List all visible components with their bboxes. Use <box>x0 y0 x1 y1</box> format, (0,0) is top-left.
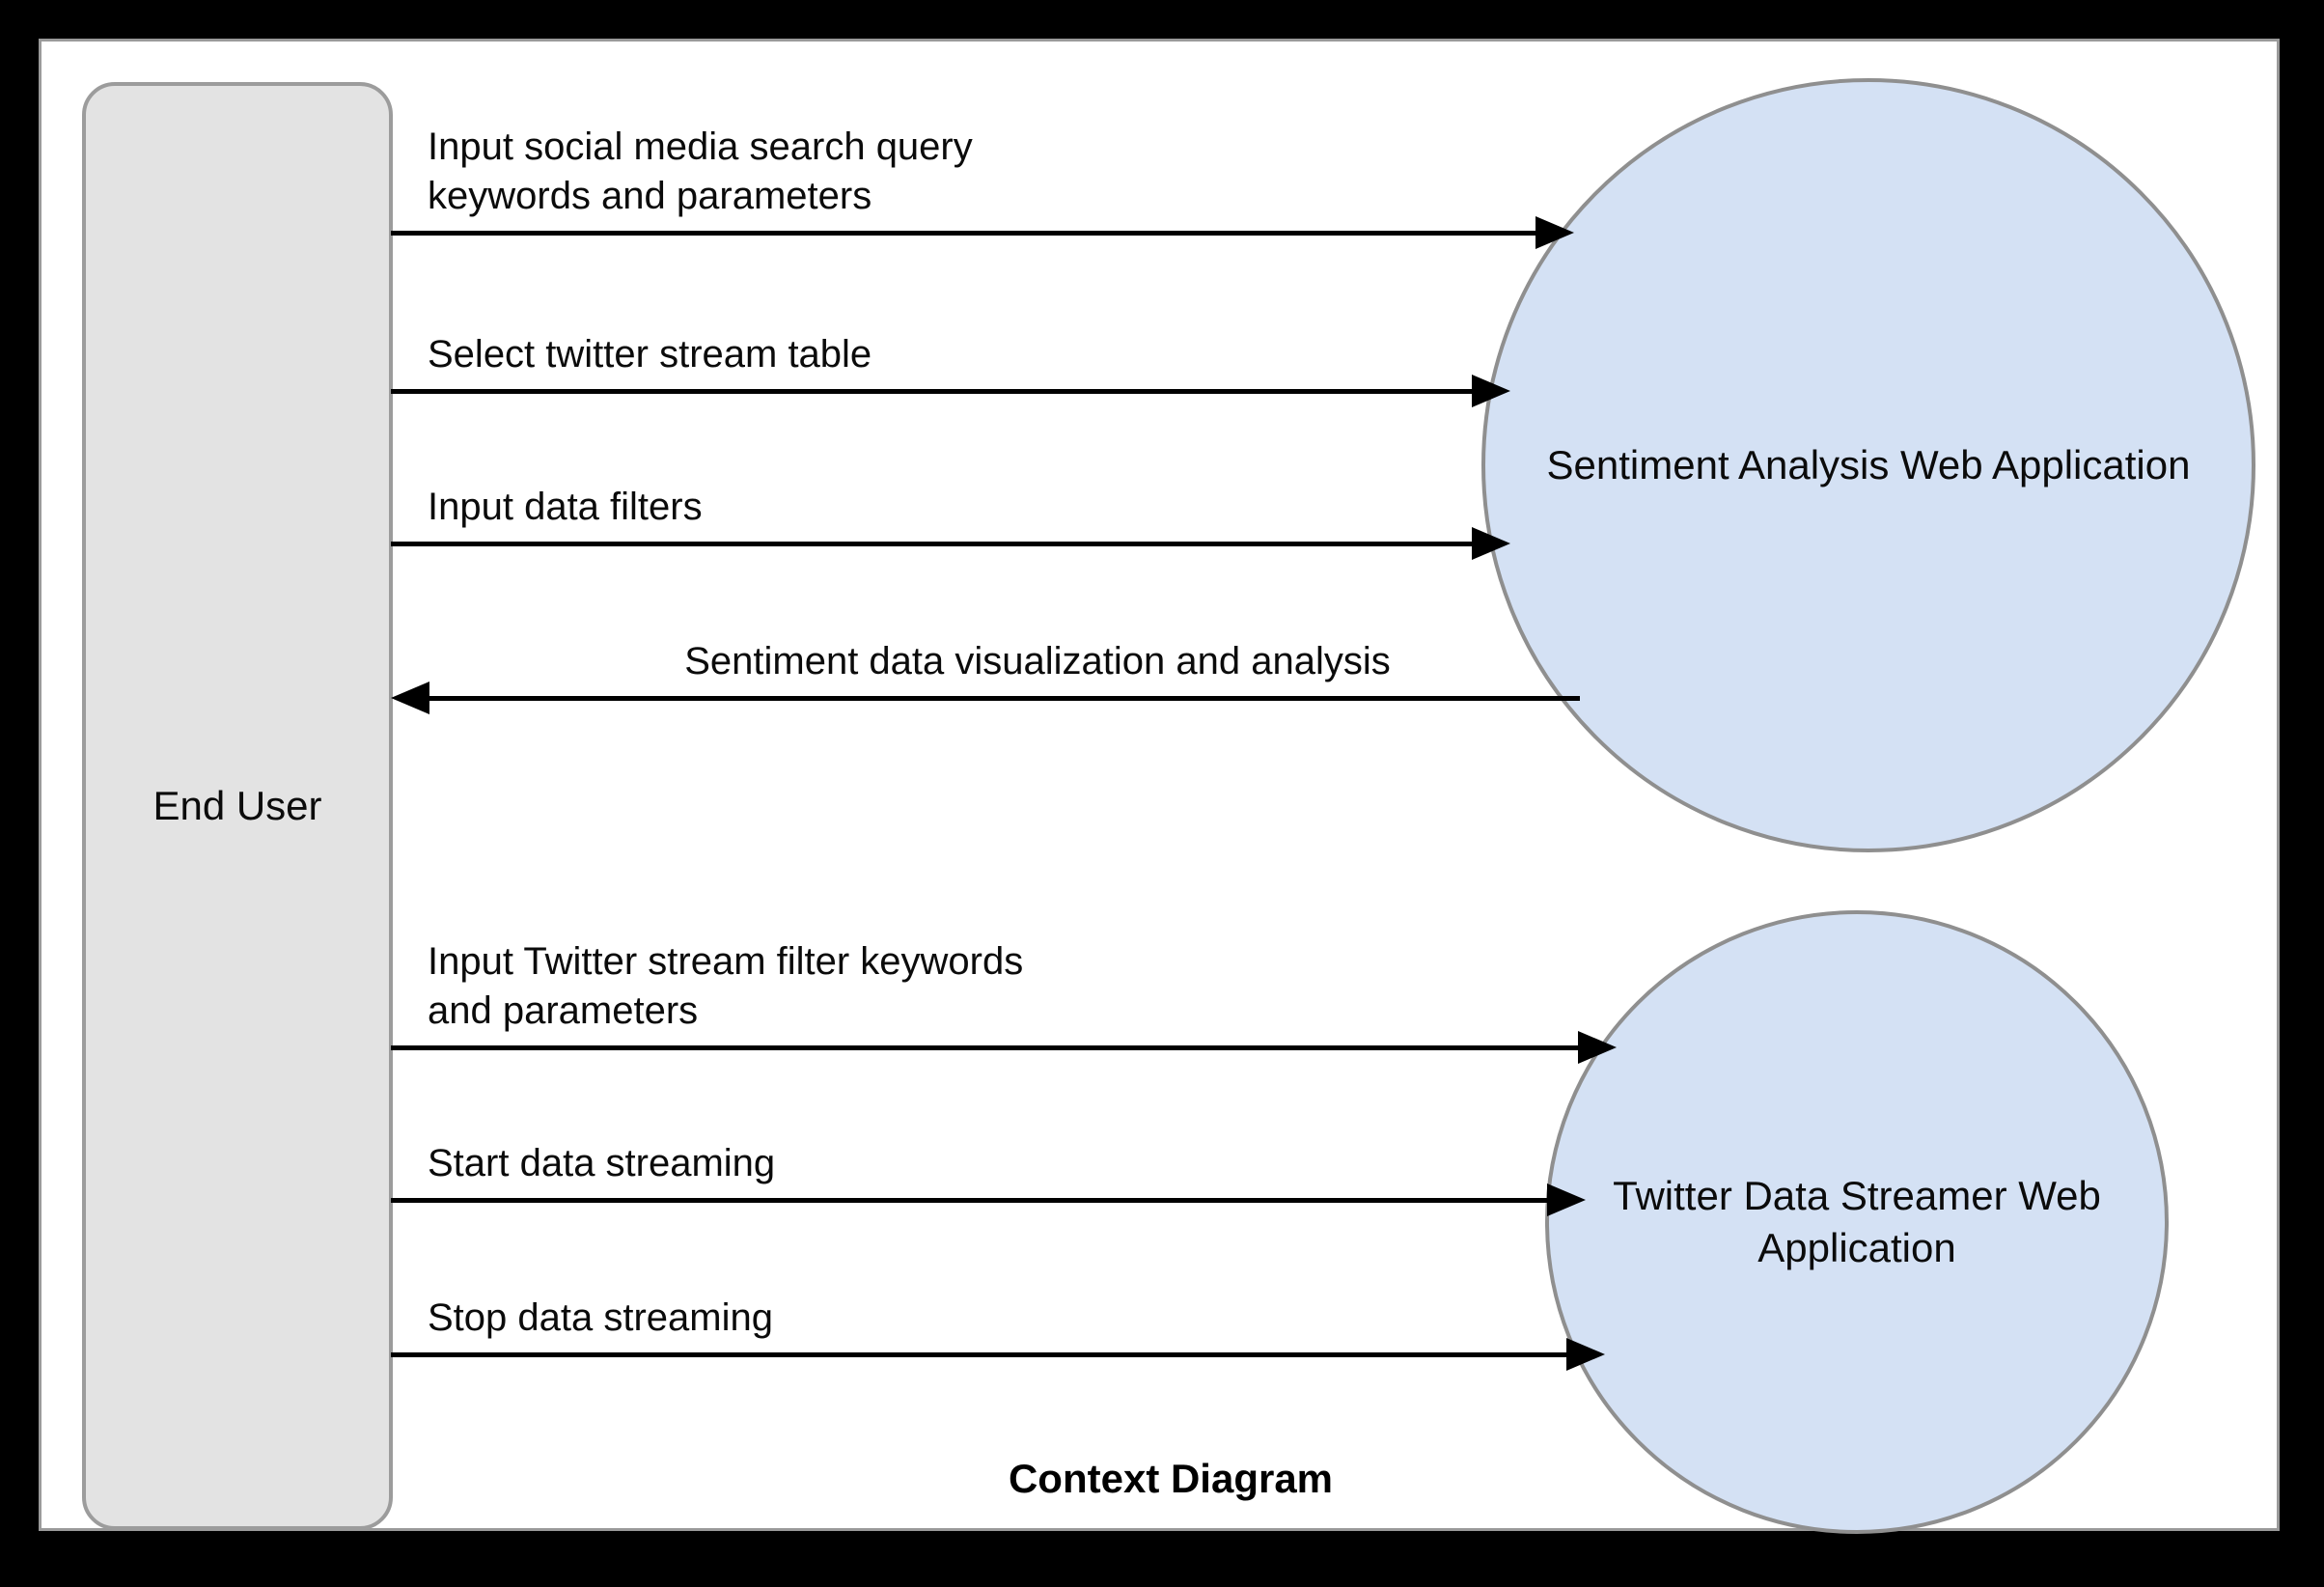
end-user-label: End User <box>152 782 322 828</box>
process-streamer-label: Twitter Data Streamer Web Application <box>1613 1173 2101 1270</box>
process-twitter-data-streamer-web-application[interactable]: Twitter Data Streamer Web Application <box>1545 910 2169 1534</box>
flow-shaft <box>391 1352 1566 1357</box>
arrowhead-right-icon <box>1566 1338 1605 1371</box>
flow-shaft <box>391 389 1472 394</box>
diagram-canvas: End User Sentiment Analysis Web Applicat… <box>39 39 2280 1534</box>
arrowhead-right-icon <box>1472 527 1510 560</box>
arrowhead-right-icon <box>1472 375 1510 407</box>
external-entity-end-user[interactable]: End User <box>82 82 393 1530</box>
arrowhead-left-icon <box>391 682 429 714</box>
flow-label-start-data-streaming: Start data streaming <box>428 1141 776 1184</box>
flow-label-select-stream-table: Select twitter stream table <box>428 332 872 376</box>
flow-shaft <box>391 231 1536 236</box>
flow-label-sentiment-visualization: Sentiment data visualization and analysi… <box>684 639 1391 682</box>
flow-shaft <box>391 1198 1547 1203</box>
diagram-caption: Context Diagram <box>1008 1456 1334 1501</box>
flow-label-input-stream-filter-keywords: Input Twitter stream filter keywords and… <box>428 939 1024 1032</box>
flow-label-input-data-filters: Input data filters <box>428 485 703 528</box>
arrowhead-right-icon <box>1578 1031 1617 1064</box>
arrowhead-right-icon <box>1547 1183 1586 1216</box>
arrowhead-right-icon <box>1536 216 1574 249</box>
flow-label-stop-data-streaming: Stop data streaming <box>428 1295 773 1339</box>
process-sentiment-label: Sentiment Analysis Web Application <box>1546 442 2191 488</box>
flow-shaft <box>391 542 1472 546</box>
flow-shaft <box>391 1045 1578 1050</box>
flow-label-input-search-query: Input social media search query keywords… <box>428 125 973 217</box>
flow-shaft <box>429 696 1580 701</box>
process-sentiment-analysis-web-application[interactable]: Sentiment Analysis Web Application <box>1481 78 2255 852</box>
